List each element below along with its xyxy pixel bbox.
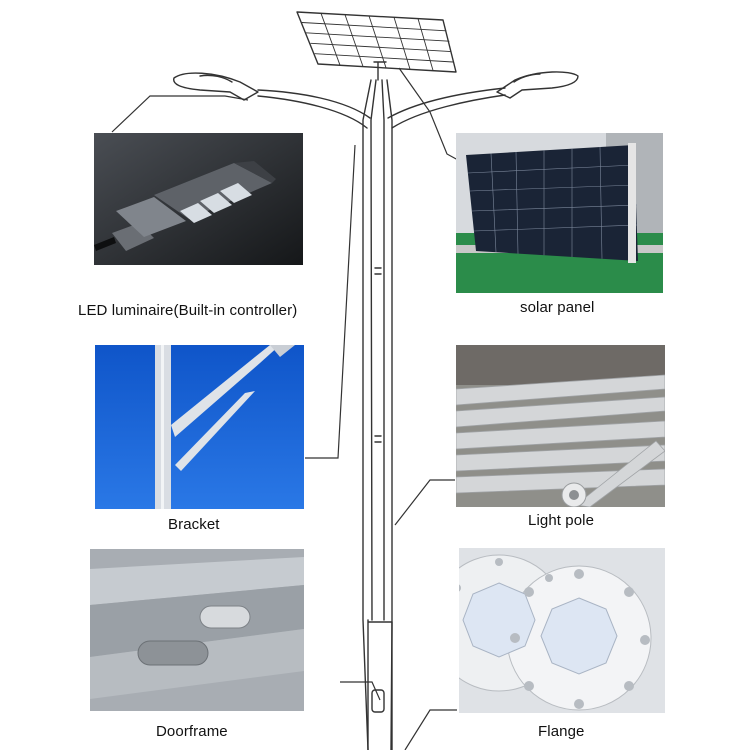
caption-flange: Flange — [538, 723, 585, 740]
right-luminaire — [496, 71, 579, 99]
left-arm-inner — [257, 89, 371, 119]
pole-mark-mid — [374, 435, 382, 443]
leader-door — [340, 681, 381, 701]
leader-led — [111, 95, 249, 133]
bracket-photo — [95, 345, 304, 509]
led-luminaire-photo — [94, 133, 303, 265]
pole-inner-left — [370, 79, 377, 621]
solar-support — [373, 61, 387, 81]
caption-solar-panel: solar panel — [520, 299, 595, 316]
doorframe-photo — [90, 549, 304, 711]
pole-inner-right — [381, 79, 385, 621]
pole-outline-right — [386, 79, 393, 750]
left-luminaire — [173, 72, 259, 101]
caption-doorframe: Doorframe — [156, 723, 228, 740]
pole-base-section — [367, 619, 393, 750]
right-arm-inner — [387, 87, 506, 119]
solar-panel-photo — [456, 133, 663, 293]
caption-led-luminaire: LED luminaire(Built-in controller) — [78, 302, 298, 319]
right-arm — [391, 94, 506, 129]
caption-bracket: Bracket — [168, 516, 220, 533]
left-arm — [257, 95, 368, 129]
leader-bracket — [305, 144, 356, 459]
caption-light-pole: Light pole — [528, 512, 595, 529]
leader-solar — [398, 67, 459, 161]
leader-pole — [394, 479, 455, 526]
flange-photo — [459, 548, 665, 713]
pole-door-outline — [371, 689, 385, 713]
pole-mark-top — [374, 267, 382, 275]
light-pole-photo — [456, 345, 665, 507]
leader-flange — [404, 709, 457, 750]
solar-panel-outline — [296, 11, 457, 73]
pole-outline-left — [362, 79, 372, 750]
